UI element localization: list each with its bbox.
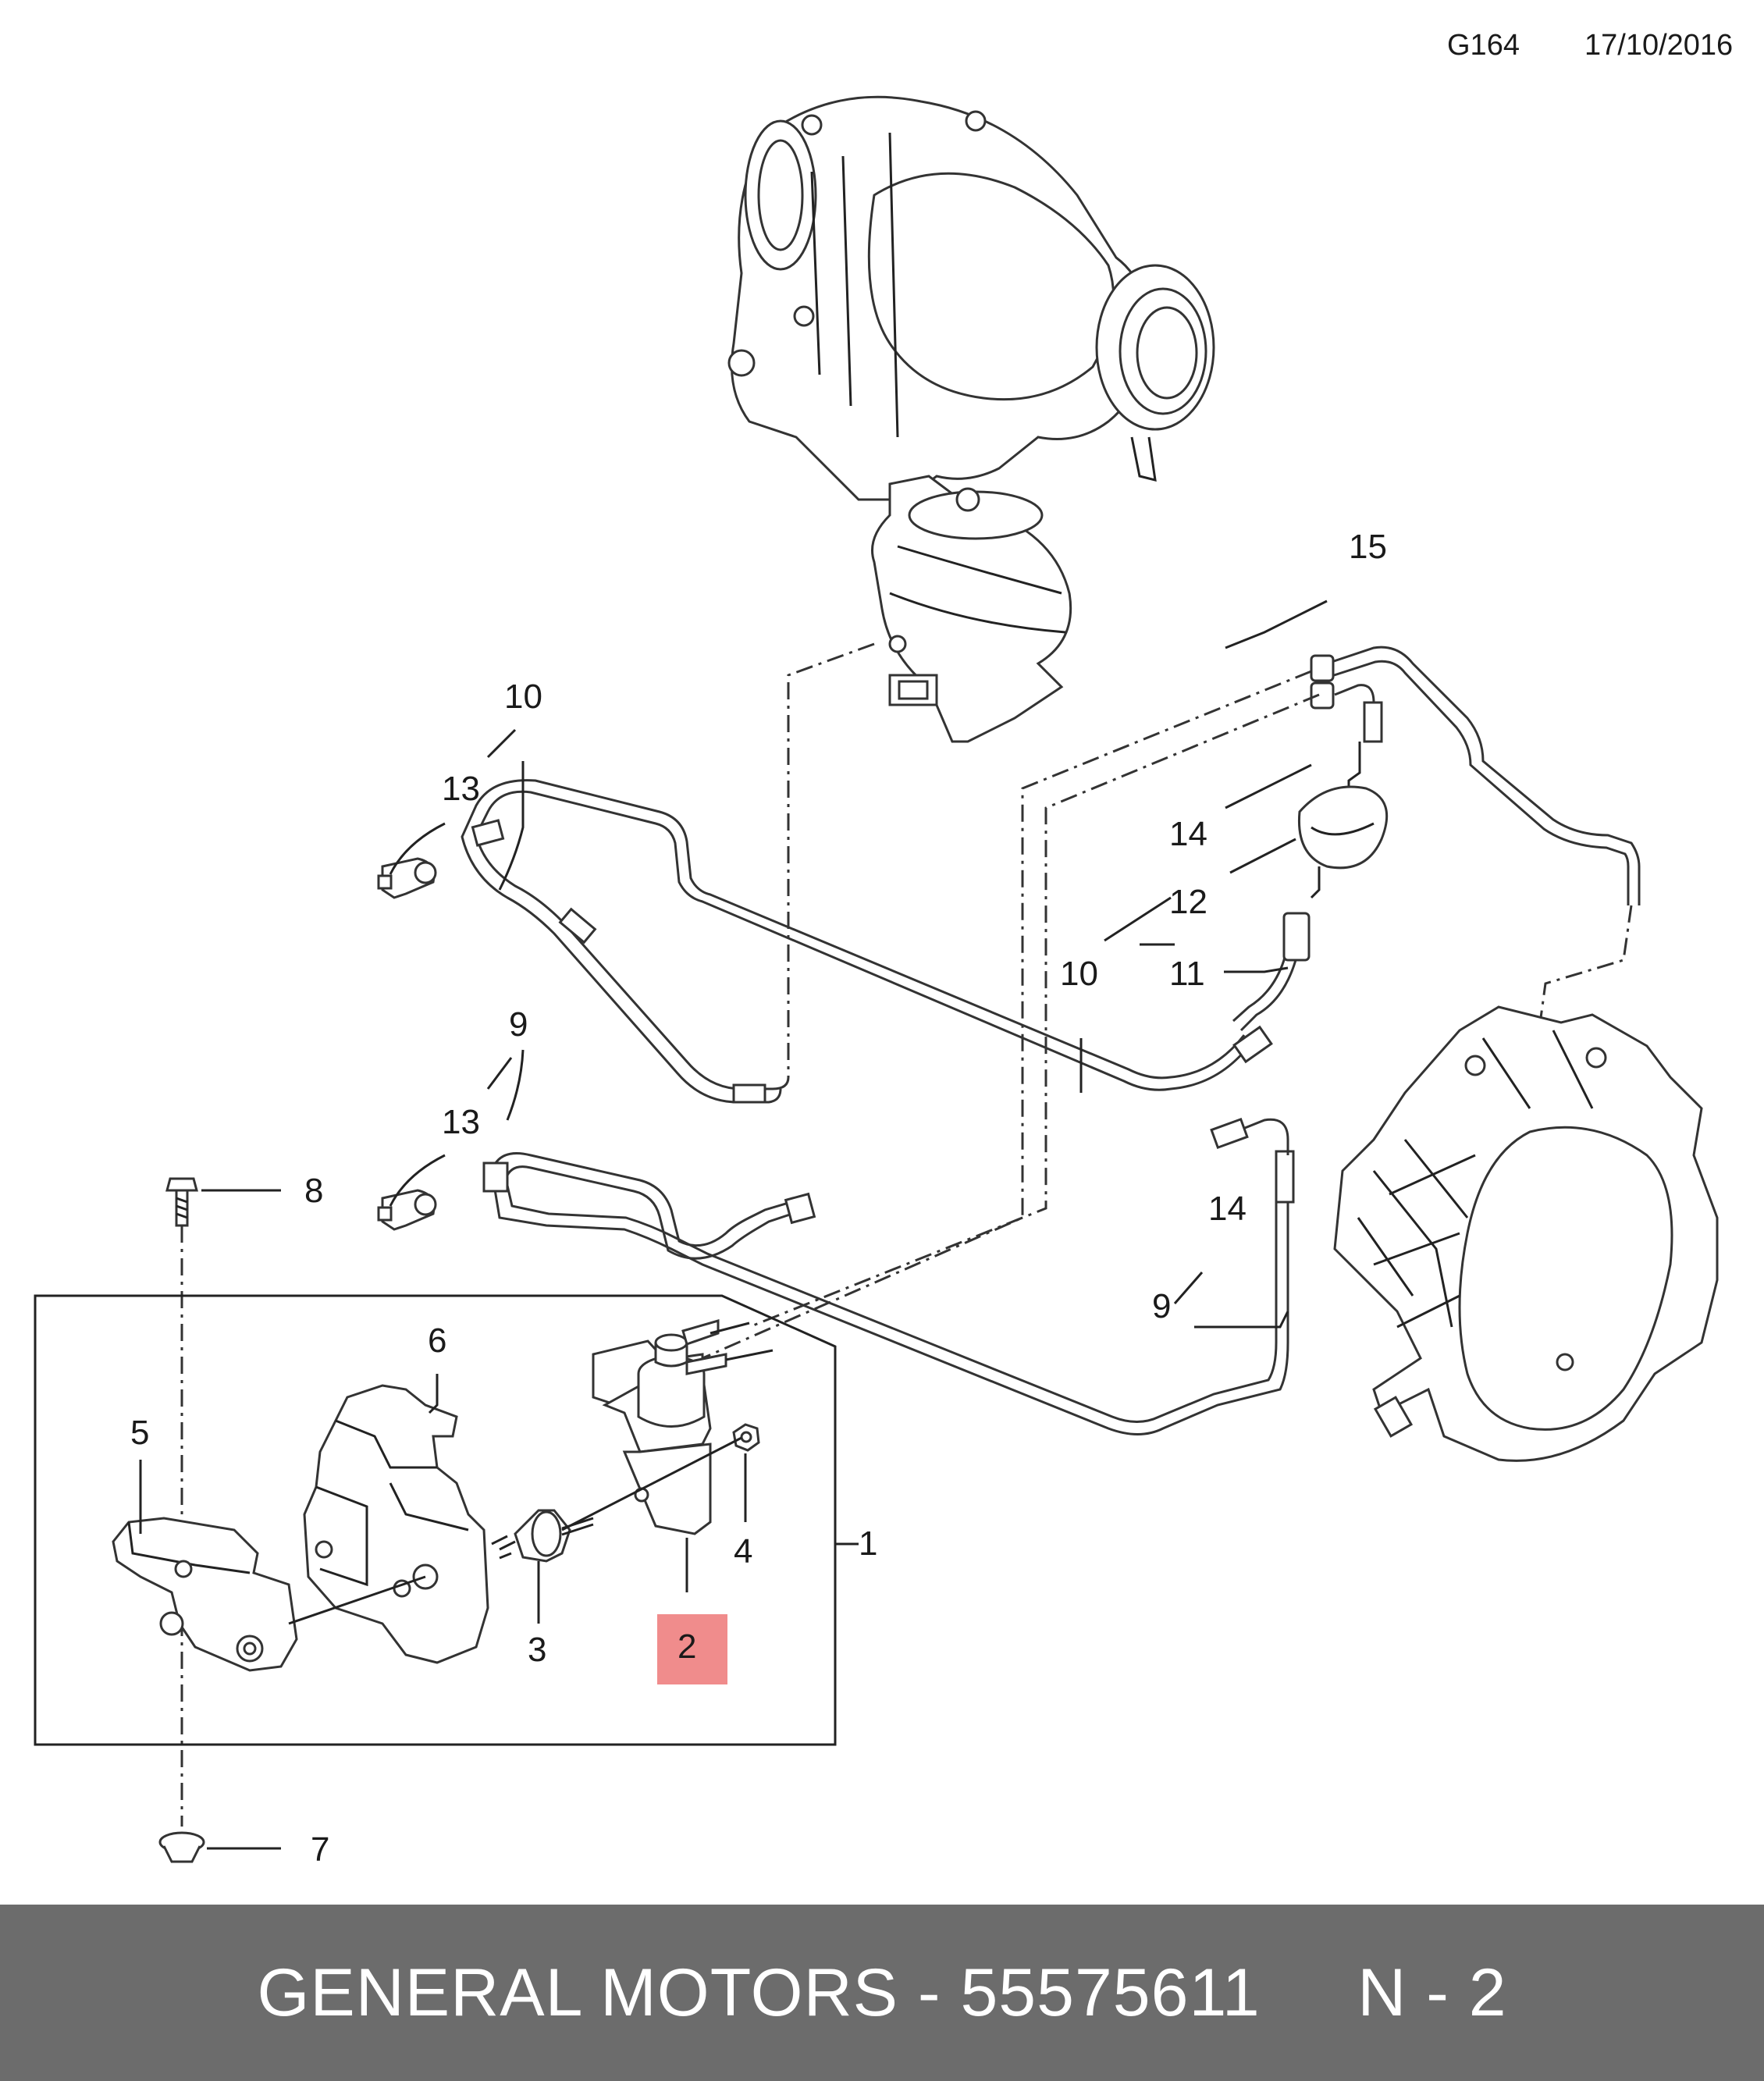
label-13-lower: 13: [442, 1103, 480, 1141]
diagram-canvas: G164 17/10/2016: [34, 29, 1733, 1869]
footer-bar: GENERAL MOTORS - 55575611 N - 2: [0, 1905, 1764, 2081]
label-8: 8: [304, 1172, 323, 1210]
stud-3: [491, 1509, 594, 1563]
leader-lines: [139, 599, 1328, 1850]
label-12: 12: [1169, 883, 1207, 921]
clip-7: [158, 1831, 205, 1863]
footer-brand: GENERAL MOTORS: [257, 1955, 899, 2030]
hose-9-lower: [482, 1117, 1295, 1435]
label-9-lower: 9: [1152, 1287, 1171, 1325]
vacuum-solenoid-2: [592, 1319, 774, 1535]
mount-6: [303, 1384, 489, 1664]
hose-15-dash-a: [702, 670, 1312, 1360]
clip-13-upper: [377, 857, 437, 899]
footer-separator: -: [898, 1955, 961, 2030]
label-10-upper: 10: [504, 678, 542, 716]
label-5: 5: [130, 1414, 149, 1452]
footer-gap: [1261, 1955, 1357, 2032]
align-line-mount: [288, 1575, 426, 1625]
diagram-code: G164: [1447, 29, 1520, 62]
footer-page: N - 2: [1357, 1955, 1507, 2030]
label-4: 4: [734, 1532, 752, 1571]
label-14-upper: 14: [1169, 815, 1207, 853]
footer-caption: GENERAL MOTORS - 55575611 N - 2: [0, 1905, 1764, 2081]
label-7: 7: [311, 1830, 329, 1869]
label-10-lower: 10: [1060, 955, 1098, 993]
hose-15-assembly: [1232, 646, 1641, 1156]
label-13-upper: 13: [442, 770, 480, 808]
intake-manifold-illustration: [1333, 1005, 1719, 1462]
align-line-stud: [561, 1436, 742, 1531]
label-2: 2: [678, 1627, 696, 1666]
label-1: 1: [859, 1524, 877, 1563]
hose-15-dash-b: [749, 693, 1320, 1329]
label-11: 11: [1169, 955, 1205, 993]
label-15: 15: [1349, 528, 1387, 566]
label-9-upper: 9: [509, 1005, 528, 1044]
bracket-5: [112, 1517, 298, 1672]
assembly-1-box: [34, 1294, 837, 1746]
turbocharger-illustration: [727, 95, 1215, 743]
hose-10-upper: [461, 779, 1273, 1104]
clip-13-lower: [377, 1189, 437, 1231]
turbo-connection-line: [787, 642, 875, 1077]
diagram-date: 17/10/2016: [1584, 29, 1733, 62]
label-14-lower: 14: [1208, 1190, 1247, 1228]
bolt-8: [165, 1177, 198, 1227]
label-3: 3: [528, 1631, 546, 1669]
footer-part-number: 55575611: [960, 1955, 1261, 2030]
highlight-part-2: [657, 1614, 727, 1684]
nut-4: [732, 1423, 760, 1452]
label-6: 6: [428, 1322, 446, 1360]
